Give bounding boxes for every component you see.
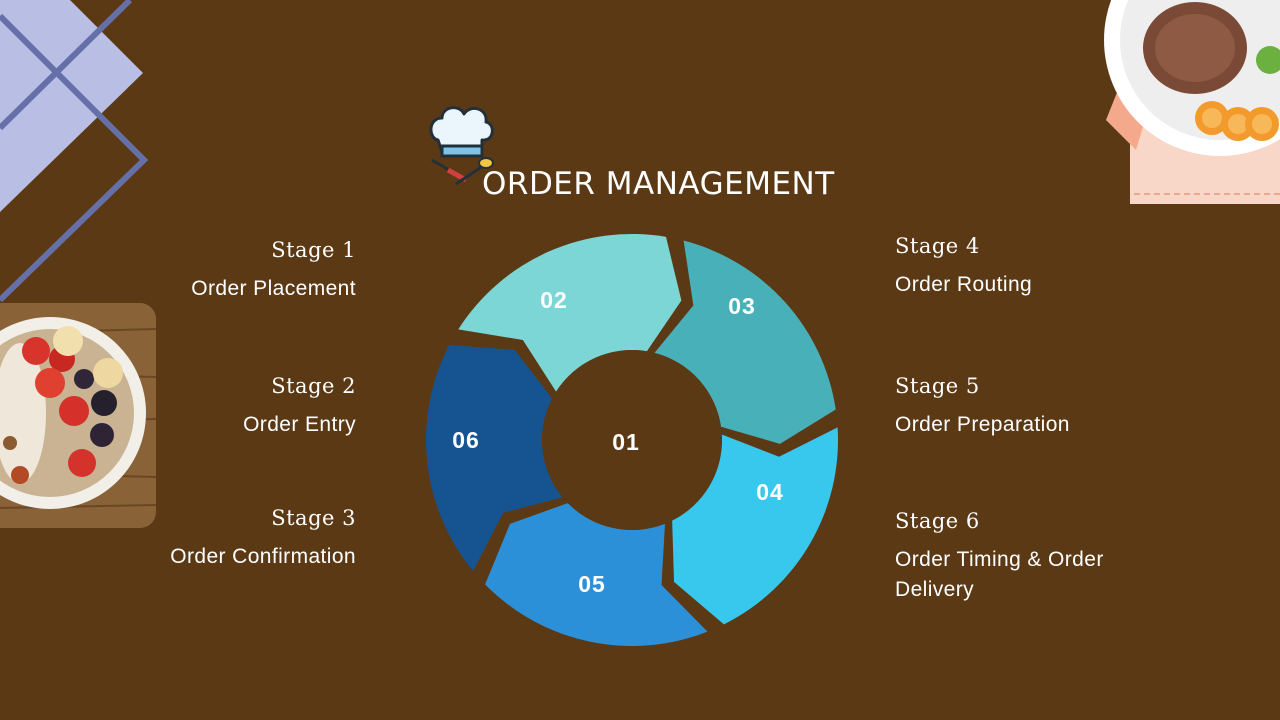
- stage-3-name: Order Confirmation: [170, 545, 356, 568]
- cycle-segment-03: [654, 240, 836, 444]
- page-title: ORDER MANAGEMENT: [482, 166, 835, 202]
- cycle-segment-label: 05: [578, 571, 606, 597]
- stage-5-label: Stage 5: [895, 374, 980, 398]
- cycle-segment-02: [458, 234, 682, 392]
- cycle-segment-label: 06: [452, 427, 480, 453]
- cycle-segment-label: 03: [728, 293, 756, 319]
- stage-3: Stage 3 Order Confirmation: [170, 506, 356, 572]
- stage-1-label: Stage 1: [271, 238, 356, 262]
- decor-line-outer: [0, 13, 149, 303]
- cycle-segment-05: [485, 503, 708, 646]
- stage-5-name: Order Preparation: [895, 413, 1070, 436]
- stage-6-name: Order Timing & Order Delivery: [895, 548, 1104, 601]
- stage-1-name: Order Placement: [191, 277, 356, 300]
- fork-spoon-icon: [431, 157, 494, 186]
- stage-3-label: Stage 3: [271, 506, 356, 530]
- cycle-segment-04: [672, 427, 838, 625]
- corner-decoration: [0, 0, 149, 303]
- center-hub: [542, 350, 722, 530]
- center-label: 01: [612, 429, 640, 455]
- stage-1: Stage 1 Order Placement: [191, 238, 356, 304]
- stage-2: Stage 2 Order Entry: [243, 374, 356, 440]
- stage-6: Stage 6 Order Timing & Order Delivery: [895, 509, 1155, 605]
- plate-image: [1104, 0, 1280, 204]
- decor-line-inner: [0, 0, 133, 131]
- stage-6-label: Stage 6: [895, 509, 980, 533]
- stage-2-label: Stage 2: [271, 374, 356, 398]
- cycle-segment-label: 04: [756, 479, 784, 505]
- chef-hat-icon: [429, 106, 494, 186]
- stage-2-name: Order Entry: [243, 413, 356, 436]
- stage-5: Stage 5 Order Preparation: [895, 374, 1155, 440]
- cycle-segment-label: 02: [540, 287, 568, 313]
- cycle-segment-06: [426, 344, 563, 572]
- cycle-diagram: 02 03 04 05 06 01: [426, 234, 838, 646]
- stage-4: Stage 4 Order Routing: [895, 234, 1155, 300]
- stage-4-label: Stage 4: [895, 234, 980, 258]
- stage-4-name: Order Routing: [895, 273, 1033, 296]
- fruit-bowl-image: [0, 303, 157, 528]
